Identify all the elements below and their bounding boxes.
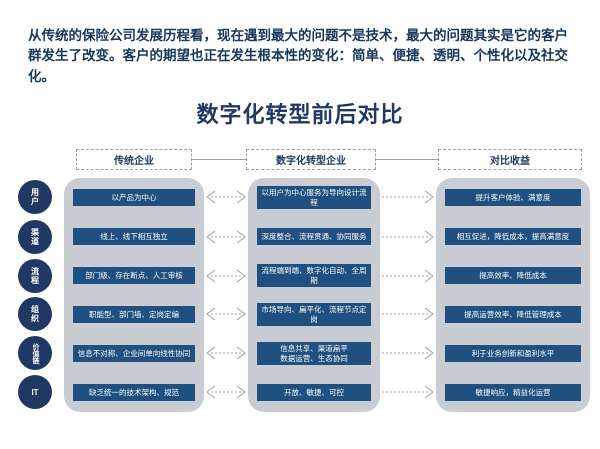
panel-slot: 信息共享、渠道扁平 数据运营、生态协同	[248, 334, 380, 373]
right-arrow-icon	[382, 230, 434, 244]
traditional-item: 缺乏统一的技术架构、规范	[73, 384, 195, 401]
dimension-badge-value-chain: 价值链	[18, 336, 52, 370]
right-arrow-icon	[382, 307, 434, 321]
digital-panel: 以用户为中心服务为导向设计流程 深度整合、流程贯通、协同服务 流程端到端、数字化…	[248, 178, 380, 412]
panel-slot: 开放、敏捷、可控	[248, 373, 380, 412]
dimension-badge-it: IT	[18, 375, 52, 409]
benefit-item: 相互促进，降低成本，提高满意度	[445, 228, 581, 245]
dimension-badge-channel: 渠道	[18, 220, 52, 254]
column-header-traditional: 传统企业	[76, 149, 192, 170]
dimension-badge-process: 流程	[18, 259, 52, 293]
traditional-item: 以产品为中心	[73, 189, 195, 206]
panel-slot: 以用户为中心服务为导向设计流程	[248, 178, 380, 217]
panel-slot: 信息不对称、企业间单向线性协同	[64, 334, 204, 373]
benefit-item: 提升客户体验、满意度	[445, 189, 581, 206]
panel-slot: 部门级、存在断点、人工审核	[64, 256, 204, 295]
digital-item: 市场导向、扁平化、流程节点定岗	[257, 302, 371, 327]
digital-item: 信息共享、渠道扁平 数据运营、生态协同	[257, 341, 371, 366]
traditional-panel: 以产品为中心 线上、线下相互独立 部门级、存在断点、人工审核 职能型、部门墙、定…	[64, 178, 204, 412]
double-arrow-icon	[206, 269, 246, 283]
digital-item: 深度整合、流程贯通、协同服务	[257, 228, 371, 245]
panel-slot: 敏捷响应，精益化运营	[436, 373, 590, 412]
digital-item: 以用户为中心服务为导向设计流程	[257, 185, 371, 210]
double-arrow-icon	[206, 190, 246, 204]
page-title: 数字化转型前后对比	[196, 102, 404, 127]
panel-slot: 提高效率、降低成本	[436, 256, 590, 295]
benefit-item: 利于业务创新和盈利水平	[445, 345, 581, 362]
dimension-label: 流程	[30, 267, 40, 285]
dimension-label: IT	[31, 387, 39, 397]
benefit-item: 提高效率、降低成本	[445, 267, 581, 284]
traditional-item: 线上、线下相互独立	[73, 228, 195, 245]
double-arrow-icon	[206, 230, 246, 244]
dimension-label: 渠道	[30, 228, 40, 246]
intro-paragraph: 从传统的保险公司发展历程看，现在遇到最大的问题不是技术，最大的问题其实是它的客户…	[28, 28, 568, 84]
dimension-label: 用户	[30, 188, 40, 206]
panel-slot: 市场导向、扁平化、流程节点定岗	[248, 295, 380, 334]
benefit-item: 提高运营效率、降低管理成本	[445, 306, 581, 323]
column-header-digital: 数字化转型企业	[246, 149, 376, 170]
right-arrow-icon	[382, 385, 434, 399]
digital-item: 流程端到端、数字化自动、全周期	[257, 263, 371, 288]
panel-slot: 以产品为中心	[64, 178, 204, 217]
dimension-label: 价值链	[32, 342, 39, 364]
digital-item: 开放、敏捷、可控	[257, 384, 371, 401]
panel-slot: 线上、线下相互独立	[64, 217, 204, 256]
header-connector-line	[192, 159, 246, 160]
traditional-item: 信息不对称、企业间单向线性协同	[73, 345, 195, 362]
panel-slot: 提升客户体验、满意度	[436, 178, 590, 217]
panel-slot: 流程端到端、数字化自动、全周期	[248, 256, 380, 295]
panel-slot: 相互促进，降低成本，提高满意度	[436, 217, 590, 256]
right-arrow-icon	[382, 269, 434, 283]
double-arrow-icon	[206, 385, 246, 399]
dimension-badge-organization: 组织	[18, 297, 52, 331]
column-header-benefit: 对比收益	[438, 149, 582, 170]
benefit-item: 敏捷响应，精益化运营	[445, 384, 581, 401]
traditional-item: 部门级、存在断点、人工审核	[73, 267, 195, 284]
panel-slot: 深度整合、流程贯通、协同服务	[248, 217, 380, 256]
dimension-label: 组织	[30, 305, 40, 323]
panel-slot: 职能型、部门墙、定岗定编	[64, 295, 204, 334]
traditional-item: 职能型、部门墙、定岗定编	[73, 306, 195, 323]
header-connector-line	[376, 159, 438, 160]
panel-slot: 提高运营效率、降低管理成本	[436, 295, 590, 334]
right-arrow-icon	[382, 346, 434, 360]
right-arrow-icon	[382, 190, 434, 204]
dimension-badge-user: 用户	[18, 180, 52, 214]
benefit-panel: 提升客户体验、满意度 相互促进，降低成本，提高满意度 提高效率、降低成本 提高运…	[436, 178, 590, 412]
double-arrow-icon	[206, 346, 246, 360]
panel-slot: 缺乏统一的技术架构、规范	[64, 373, 204, 412]
panel-slot: 利于业务创新和盈利水平	[436, 334, 590, 373]
double-arrow-icon	[206, 307, 246, 321]
